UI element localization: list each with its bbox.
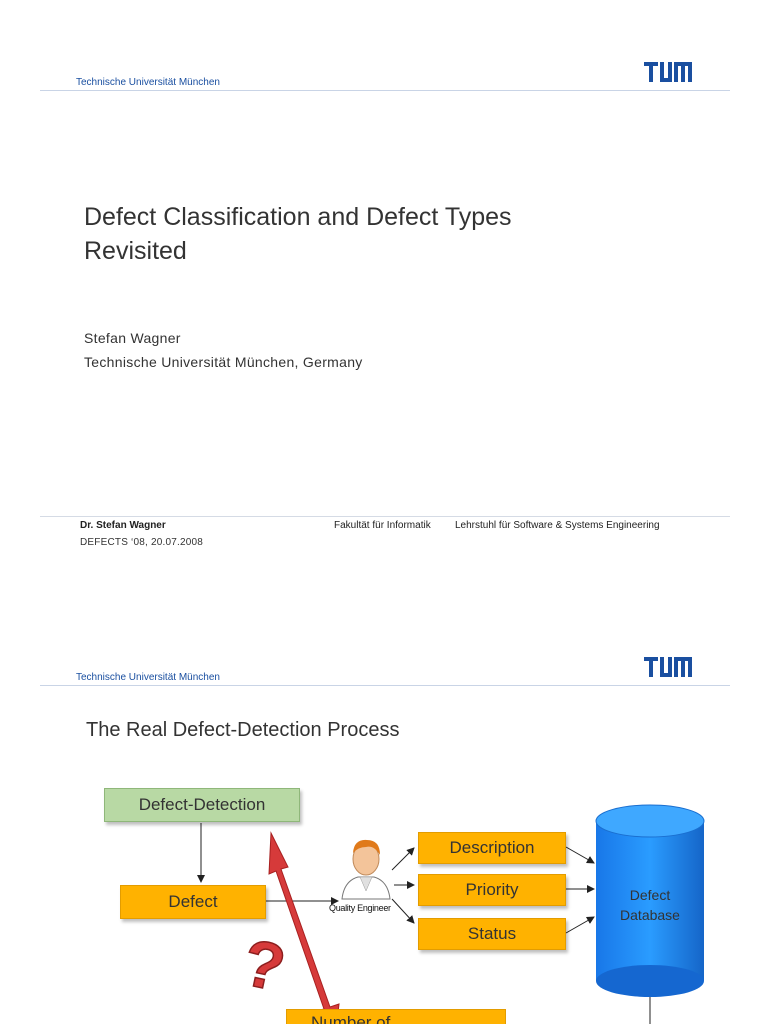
database-icon xyxy=(595,804,705,997)
defect-detection-box: Defect-Detection xyxy=(104,788,300,822)
arrow-engineer-to-status xyxy=(391,898,415,924)
footer-faculty: Fakultät für Informatik xyxy=(334,520,431,531)
header-divider xyxy=(40,90,730,91)
arrow-engineer-to-description xyxy=(391,847,415,871)
priority-box: Priority xyxy=(418,874,566,906)
database-label: Defect Database xyxy=(597,885,703,925)
quality-engineer-icon xyxy=(341,839,391,900)
author-name: Stefan Wagner xyxy=(84,330,181,346)
author-block: Stefan Wagner Technische Universität Mün… xyxy=(84,326,363,374)
database-label-line-1: Defect xyxy=(629,887,671,903)
slide-title: Defect Classification and Defect Types R… xyxy=(84,200,512,268)
quality-engineer-label: Quality Engineer xyxy=(329,903,391,913)
tum-logo-icon xyxy=(644,62,692,82)
red-double-arrow-icon xyxy=(268,831,340,1024)
arrow-status-to-db xyxy=(565,916,595,934)
footer-name: Dr. Stefan Wagner xyxy=(80,520,166,531)
header-university: Technische Universität München xyxy=(76,77,220,88)
defect-detection-label: Defect-Detection xyxy=(138,795,266,814)
question-mark-icon: ? xyxy=(237,924,292,1005)
tum-logo-icon xyxy=(644,657,692,677)
title-slide: Technische Universität München Defect Cl… xyxy=(40,50,730,560)
header-divider xyxy=(40,685,730,686)
footer-chair: Lehrstuhl für Software & Systems Enginee… xyxy=(455,520,660,531)
defect-box: Defect xyxy=(120,885,266,919)
bottom-box-partial: Number of xyxy=(286,1009,506,1024)
description-label: Description xyxy=(449,838,535,857)
header-university: Technische Universität München xyxy=(76,672,220,683)
defect-label: Defect xyxy=(168,892,218,911)
footer-event: DEFECTS ‘08, 20.07.2008 xyxy=(80,537,203,548)
slide-title: The Real Defect-Detection Process xyxy=(86,719,400,741)
description-box: Description xyxy=(418,832,566,864)
title-line-2: Revisited xyxy=(84,237,187,265)
status-box: Status xyxy=(418,918,566,950)
arrow-description-to-db xyxy=(565,846,595,864)
footer-divider xyxy=(40,516,730,517)
title-line-1: Defect Classification and Defect Types xyxy=(84,203,512,231)
process-diagram-lines: ? xyxy=(197,804,705,1024)
database-label-line-2: Database xyxy=(620,907,680,923)
status-label: Status xyxy=(467,924,517,943)
author-affiliation: Technische Universität München, Germany xyxy=(84,354,363,370)
priority-label: Priority xyxy=(465,880,519,899)
process-slide: Technische Universität München The Real … xyxy=(40,645,730,1024)
